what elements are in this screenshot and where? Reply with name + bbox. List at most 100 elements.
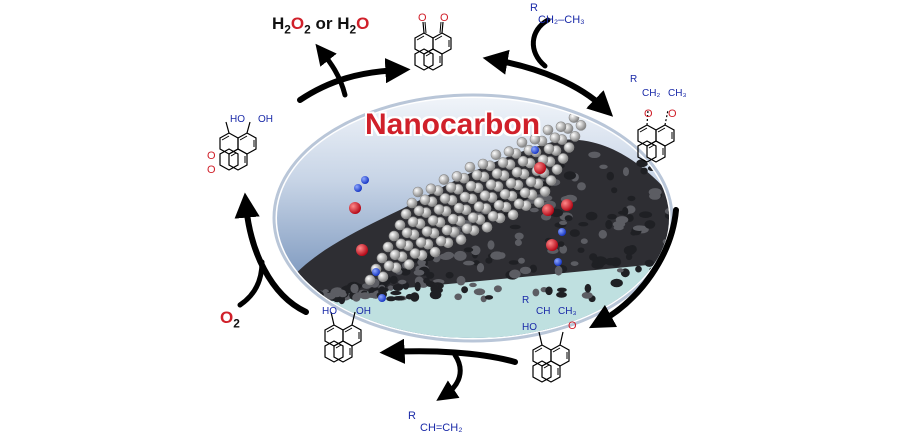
carbon-grain	[290, 296, 304, 301]
carbon-atom	[473, 201, 485, 212]
carbon-atom	[429, 246, 441, 258]
carbon-grain	[423, 277, 430, 284]
carbon-atom	[529, 133, 541, 145]
carbon-grain	[303, 295, 314, 303]
arrow-branch-h2o2	[315, 43, 348, 98]
carbon-grain	[557, 287, 567, 293]
carbon-grain	[532, 288, 540, 297]
carbon-grain	[413, 269, 425, 276]
carbon-grain	[649, 192, 661, 200]
carbon-grain	[398, 279, 407, 285]
label-right-r: R	[630, 74, 638, 85]
carbon-atom	[477, 158, 489, 170]
carbon-atom	[412, 186, 424, 198]
carbon-grain	[577, 247, 585, 253]
carbon-atom	[499, 188, 511, 200]
carbon-grain	[514, 232, 524, 240]
label-lr-o: O	[568, 320, 577, 332]
oxygen-atom	[542, 204, 554, 216]
carbon-grain	[554, 265, 563, 276]
carbon-grain	[607, 213, 617, 220]
carbon-grain	[592, 257, 599, 265]
carbon-grain	[599, 164, 608, 169]
nitrogen-atom	[378, 294, 386, 302]
carbon-grain	[556, 291, 567, 298]
carbon-atom	[383, 260, 395, 272]
oxygen-atom	[534, 162, 546, 174]
carbon-atom	[438, 174, 450, 185]
carbon-atom	[569, 131, 581, 142]
carbon-atom	[490, 149, 502, 161]
carbon-atom	[403, 259, 415, 270]
carbon-grain	[454, 250, 467, 261]
carbon-atom	[388, 230, 400, 242]
carbon-grain	[578, 222, 589, 227]
carbon-atom	[425, 183, 437, 195]
carbon-atom	[394, 219, 406, 231]
carbon-grain	[392, 284, 404, 291]
carbon-grain	[557, 241, 565, 247]
carbon-atom	[525, 176, 537, 188]
carbon-grain	[615, 216, 629, 224]
arrow-branch-alkene-out	[436, 352, 463, 401]
carbon-grain	[426, 271, 435, 279]
carbon-grain	[487, 240, 495, 250]
carbon-grain	[298, 296, 309, 302]
carbon-grain	[671, 145, 677, 150]
carbon-atom	[557, 153, 569, 164]
carbon-grain	[581, 291, 593, 299]
oxygen-atom	[561, 199, 573, 211]
carbon-atom	[433, 204, 445, 215]
carbon-grain	[518, 257, 525, 264]
carbon-atom	[465, 180, 477, 192]
carbon-atom	[447, 213, 459, 225]
carbon-atom	[389, 249, 401, 261]
carbon-grain	[635, 265, 642, 273]
carbon-grain	[559, 245, 568, 254]
carbon-grain	[545, 286, 553, 296]
carbon-grain	[389, 275, 398, 285]
carbon-atom	[516, 137, 528, 148]
carbon-grain	[509, 224, 521, 230]
carbon-grain	[623, 167, 629, 177]
carbon-atom	[471, 169, 483, 181]
carbon-grain	[292, 294, 307, 302]
carbon-atom	[517, 155, 529, 167]
label-ul-oh: OH	[258, 114, 273, 125]
carbon-atom	[533, 197, 545, 208]
carbon-grain	[445, 271, 454, 279]
carbon-grain	[390, 290, 402, 296]
carbon-atom	[513, 198, 525, 210]
carbon-grain	[577, 182, 586, 191]
carbon-atom	[549, 132, 561, 144]
nitrogen-atom	[354, 184, 362, 192]
carbon-grain	[605, 219, 613, 230]
carbon-grain	[392, 296, 405, 301]
carbon-atom	[519, 187, 531, 199]
carbon-atom	[563, 142, 575, 153]
carbon-grain	[469, 282, 477, 288]
carbon-atom	[503, 146, 515, 157]
oxygen-atom	[546, 239, 558, 251]
label-right-o-right: O	[668, 108, 677, 120]
arrow-right-down	[588, 207, 679, 329]
molecule-top-dione	[414, 21, 452, 71]
label-ll-oh: OH	[356, 306, 371, 317]
carbon-grain	[598, 229, 607, 239]
label-h2o2-or-h2o: H2O2 or H2O	[272, 14, 370, 37]
label-reactant-r: R	[530, 2, 538, 14]
arrow-top-to-right	[482, 49, 614, 117]
molecule-lower-right	[532, 331, 570, 383]
carbon-grain	[623, 245, 636, 256]
carbon-grain	[473, 288, 486, 296]
carbon-grain	[509, 269, 521, 279]
carbon-atom	[421, 226, 433, 237]
carbon-grain	[584, 283, 592, 293]
nitrogen-atom	[554, 258, 562, 266]
carbon-atom	[439, 193, 451, 204]
carbon-atom	[493, 199, 505, 211]
carbon-atom	[445, 182, 457, 193]
carbon-grain	[519, 266, 532, 275]
carbon-grain	[456, 275, 466, 286]
carbon-grain	[514, 239, 522, 246]
